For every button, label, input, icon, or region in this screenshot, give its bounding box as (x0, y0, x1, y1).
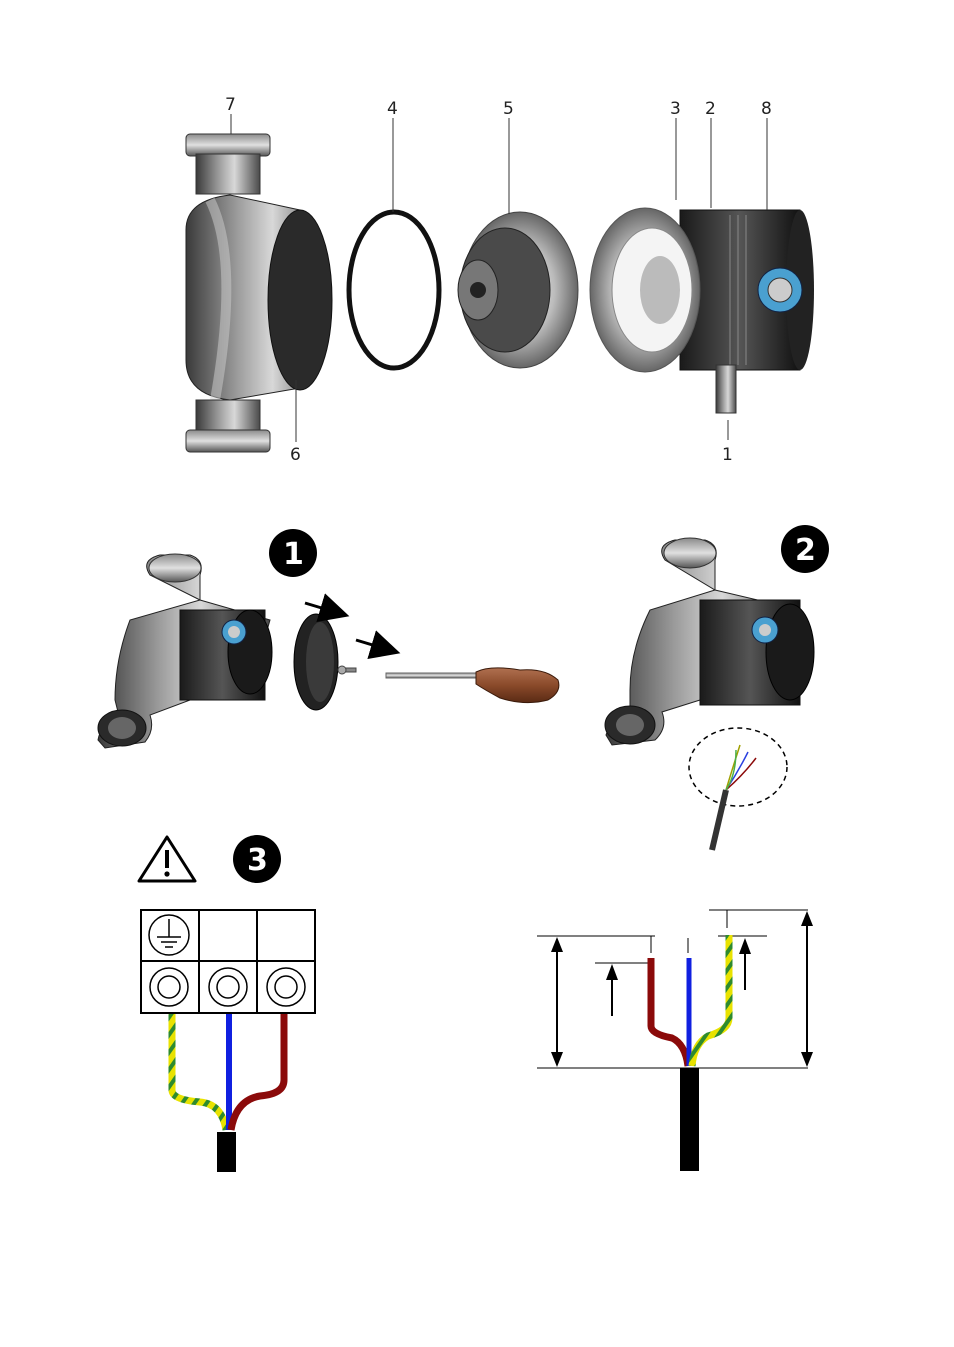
wire-earth-stripped (692, 935, 729, 1066)
screwdriver-icon (386, 668, 559, 703)
step-2-number: 2 (795, 533, 816, 568)
part-label-8: 8 (761, 99, 772, 119)
pump-housing (186, 134, 332, 452)
pump-assembled-1 (98, 554, 272, 748)
part-label-3: 3 (670, 99, 681, 119)
arrow-icon (356, 640, 386, 649)
step-3-number: 3 (247, 843, 268, 878)
rotor (458, 212, 578, 368)
cover-cap (294, 614, 338, 710)
warning-triangle-icon (139, 837, 195, 881)
motor-stator (590, 208, 814, 413)
pump-assembled-2 (605, 538, 814, 745)
step-1-number: 1 (283, 537, 304, 572)
cable-sheath (217, 1132, 236, 1172)
part-label-4: 4 (387, 99, 398, 119)
screw (338, 666, 356, 674)
o-ring (349, 212, 439, 368)
exploded-view: 7 4 5 3 2 8 6 1 (186, 95, 814, 465)
step-3-terminal-wiring: 3 (139, 835, 315, 1172)
cable-detail-callout (689, 728, 787, 850)
part-label-5: 5 (503, 99, 514, 119)
part-label-2: 2 (705, 99, 716, 119)
arrow-icon (305, 603, 335, 612)
cable-sheath-stripped (680, 1068, 699, 1171)
part-label-1: 1 (722, 445, 733, 465)
part-label-7: 7 (225, 95, 236, 115)
terminal-block (141, 910, 315, 1013)
wire-live (231, 1014, 284, 1130)
wire-earth (172, 1014, 226, 1130)
step-1-remove-cover: 1 (98, 529, 559, 748)
wire-live-stripped (651, 958, 688, 1066)
part-label-6: 6 (290, 445, 301, 465)
step-2-connect-cable: 2 (605, 525, 829, 850)
strip-length-diagram (537, 910, 813, 1171)
